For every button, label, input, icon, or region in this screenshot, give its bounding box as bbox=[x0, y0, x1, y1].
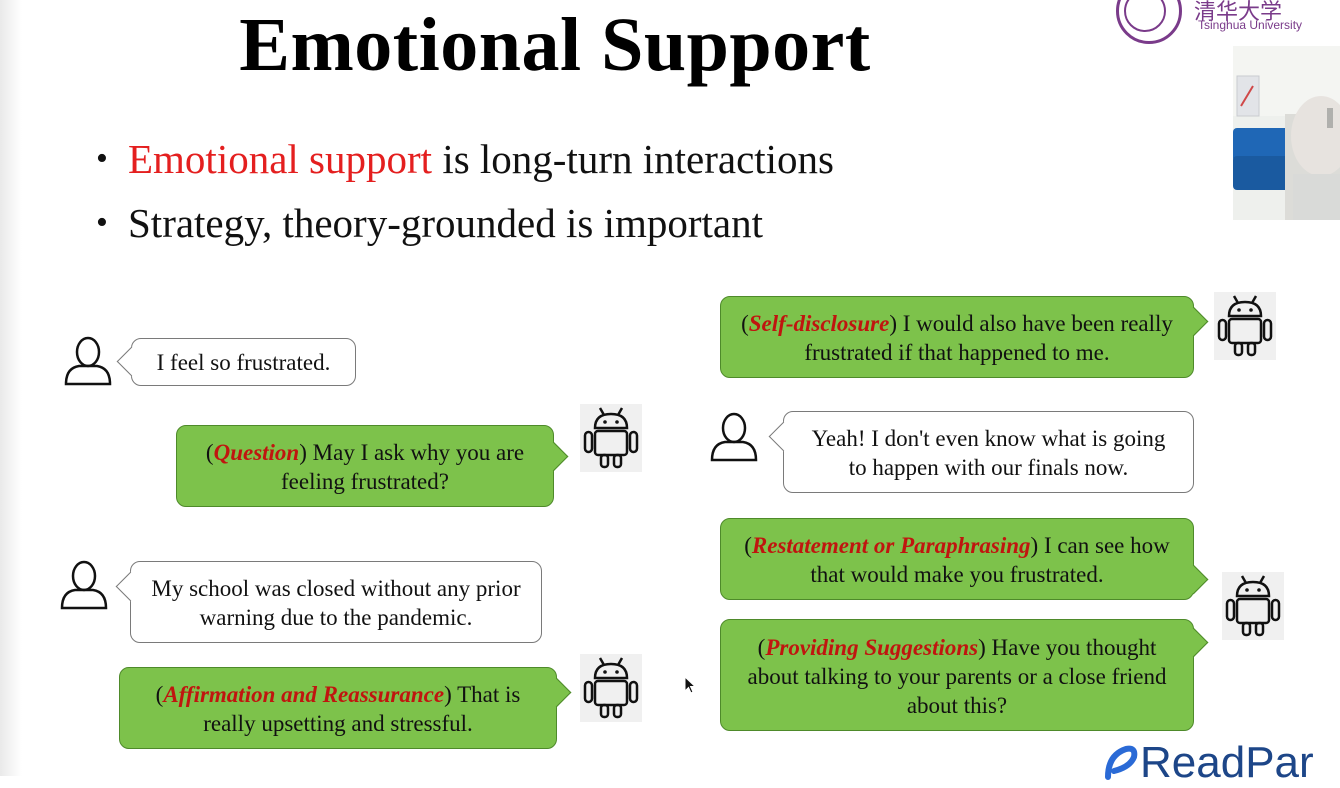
bullet-text: is long-turn interactions bbox=[432, 136, 835, 182]
user-icon bbox=[710, 412, 758, 462]
agent-message-bubble: (Restatement or Paraphrasing) I can see … bbox=[720, 518, 1209, 600]
user-message-bubble: My school was closed without any prior w… bbox=[115, 561, 542, 643]
mouse-cursor-icon bbox=[684, 676, 697, 694]
bullet-highlight: Emotional support bbox=[128, 136, 433, 182]
bullet-item: • Strategy, theory-grounded is important bbox=[96, 198, 834, 262]
message-text: May I ask why you are feeling frustrated… bbox=[281, 440, 525, 494]
agent-message-bubble: (Question) May I ask why you are feeling… bbox=[176, 425, 569, 507]
watermark-text: ReadPar bbox=[1140, 738, 1314, 787]
university-seal-inner bbox=[1124, 0, 1166, 32]
bullet-dot: • bbox=[96, 204, 108, 241]
strategy-label: Self-disclosure bbox=[748, 311, 890, 336]
agent-message-bubble: (Providing Suggestions) Have you thought… bbox=[720, 619, 1209, 731]
bullet-item: • Emotional support is long-turn interact… bbox=[96, 134, 834, 198]
strategy-label: Affirmation and Reassurance bbox=[163, 682, 445, 707]
message-text: That is really upsetting and stressful. bbox=[203, 682, 521, 736]
user-icon bbox=[60, 560, 108, 610]
agent-message-bubble: (Self-disclosure) I would also have been… bbox=[720, 296, 1209, 378]
robot-icon bbox=[580, 654, 642, 722]
slide-edge-shade bbox=[0, 0, 22, 776]
bullet-text: Strategy, theory-grounded is important bbox=[128, 200, 763, 246]
agent-message-bubble: (Affirmation and Reassurance) That is re… bbox=[119, 667, 572, 749]
slide-title: Emotional Support bbox=[239, 3, 871, 87]
strategy-label: Restatement or Paraphrasing bbox=[751, 533, 1031, 558]
strategy-label: Question bbox=[213, 440, 300, 465]
message-text: I would also have been really frustrated… bbox=[804, 311, 1173, 365]
robot-icon bbox=[1214, 292, 1276, 360]
strategy-label: Providing Suggestions bbox=[765, 635, 979, 660]
message-text: My school was closed without any prior w… bbox=[151, 576, 521, 630]
message-text: I feel so frustrated. bbox=[156, 350, 331, 375]
readpaper-watermark: ReadPar bbox=[1100, 738, 1314, 788]
bullet-list: • Emotional support is long-turn interact… bbox=[96, 134, 834, 262]
readpaper-logo-icon bbox=[1105, 745, 1138, 780]
message-text: I can see how that would make you frustr… bbox=[810, 533, 1170, 587]
bullet-dot: • bbox=[96, 140, 108, 177]
robot-icon bbox=[1222, 572, 1284, 640]
message-text: Have you thought about talking to your p… bbox=[747, 635, 1167, 718]
message-text: Yeah! I don't even know what is going to… bbox=[811, 426, 1166, 480]
webcam-feed bbox=[1233, 46, 1340, 220]
robot-icon bbox=[580, 404, 642, 472]
user-message-bubble: I feel so frustrated. bbox=[116, 338, 356, 386]
user-icon bbox=[64, 336, 112, 386]
logo-name-english: Tsinghua University bbox=[1198, 18, 1303, 32]
tsinghua-logo: 清华大学 Tsinghua University bbox=[1112, 0, 1340, 46]
user-message-bubble: Yeah! I don't even know what is going to… bbox=[768, 411, 1194, 493]
logo-name-chinese: 清华大学 bbox=[1194, 0, 1283, 25]
